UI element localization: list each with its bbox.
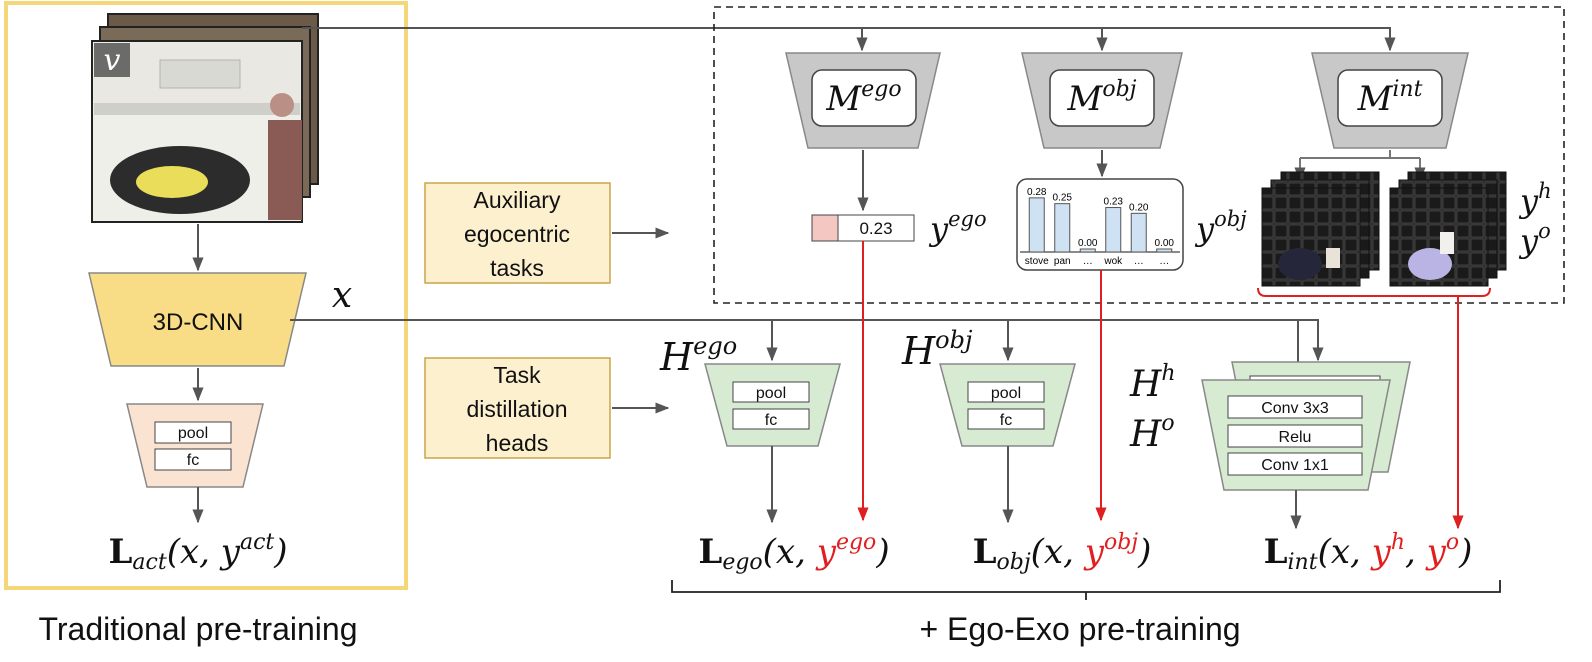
backbone-3dcnn <box>88 272 307 367</box>
model-ego: Mego <box>785 52 941 149</box>
obj-bar-value: 0.20 <box>1129 202 1149 213</box>
loss-int: Lint(x, yh, yo) <box>1264 530 1473 575</box>
obj-bar-category: … <box>1134 256 1144 267</box>
auxiliary-region <box>713 6 1565 304</box>
head-ego-pool: pool <box>756 385 786 402</box>
obj-bar-category: pan <box>1054 256 1071 267</box>
obj-bar <box>1079 248 1096 253</box>
feature-x-label: x <box>332 275 352 316</box>
model-obj: Mobj <box>1021 52 1183 149</box>
head-obj <box>939 363 1076 447</box>
h-obj-label: Hobj <box>901 326 973 373</box>
hand-heatmap-stack <box>1261 171 1380 287</box>
obj-bar <box>1105 207 1122 253</box>
ego-score-value: 0.23 <box>859 219 892 238</box>
obj-bar-chart: 0.28 stove 0.25 pan 0.00 … 0.23 wok 0.20 … 0.00 … <box>1020 187 1180 267</box>
head-int-relu: Relu <box>1279 429 1312 446</box>
svg-text:Mobj: Mobj <box>1067 77 1137 119</box>
head-ego-fc: fc <box>765 412 777 429</box>
obj-bar-value: 0.00 <box>1078 238 1098 249</box>
caption-traditional: Traditional pre-training <box>39 611 358 647</box>
action-loss: Lact(x, yact) <box>109 530 288 575</box>
action-head <box>126 403 264 488</box>
obj-bar-value: 0.00 <box>1155 238 1175 249</box>
obj-bar-value: 0.23 <box>1104 197 1124 208</box>
obj-bar-category: … <box>1083 256 1093 267</box>
aux-line1: Auxiliary <box>474 187 561 213</box>
auxiliary-tasks-box <box>424 182 611 284</box>
y-obj-label: yobj <box>1194 207 1247 248</box>
head-ego <box>704 363 841 447</box>
ego-score-box <box>837 214 915 242</box>
distill-line2: distillation <box>467 396 568 422</box>
y-ego-label: yego <box>928 207 987 248</box>
video-frames: v <box>91 13 319 223</box>
object-heatmap-stack <box>1389 171 1507 287</box>
head-int-conv3: Conv 3x3 <box>1261 400 1329 417</box>
head-int-conv1: Conv 1x1 <box>1261 457 1329 474</box>
obj-bar-category: … <box>1159 256 1169 267</box>
svg-text:Mego: Mego <box>825 77 901 119</box>
y-h-label: yh <box>1518 179 1552 220</box>
aux-line2: egocentric <box>464 221 570 247</box>
aux-line3: tasks <box>490 255 544 281</box>
action-head-pool: pool <box>178 425 208 442</box>
head-obj-pool: pool <box>991 385 1021 402</box>
loss-obj: Lobj(x, yobj) <box>973 530 1152 575</box>
distill-line3: heads <box>486 430 549 456</box>
model-int: Mint <box>1311 52 1469 149</box>
obj-bar <box>1054 203 1071 253</box>
caption-ego-exo: + Ego-Exo pre-training <box>919 611 1240 647</box>
obj-bar <box>1028 197 1045 253</box>
distillation-heads-box <box>424 357 611 459</box>
h-ego-label: Hego <box>659 332 737 379</box>
h-o-label: Ho <box>1129 411 1175 455</box>
loss-ego: Lego(x, yego) <box>698 530 889 575</box>
svg-text:Mint: Mint <box>1357 77 1423 119</box>
obj-bar <box>1156 248 1173 253</box>
distill-line1: Task <box>493 362 541 388</box>
obj-bar <box>1130 212 1147 253</box>
obj-bar-value: 0.28 <box>1027 187 1047 198</box>
backbone-label: 3D-CNN <box>153 309 244 336</box>
h-h-label: Hh <box>1129 361 1176 405</box>
obj-bar-category: wok <box>1103 256 1123 267</box>
y-o-label: yo <box>1518 219 1551 260</box>
traditional-panel <box>4 1 408 590</box>
action-head-fc: fc <box>187 452 199 469</box>
input-video-label: v <box>104 43 121 78</box>
head-obj-fc: fc <box>1000 412 1012 429</box>
ego-exo-brace <box>671 580 1501 600</box>
obj-bar-value: 0.25 <box>1053 193 1073 204</box>
obj-bar-category: stove <box>1025 256 1049 267</box>
